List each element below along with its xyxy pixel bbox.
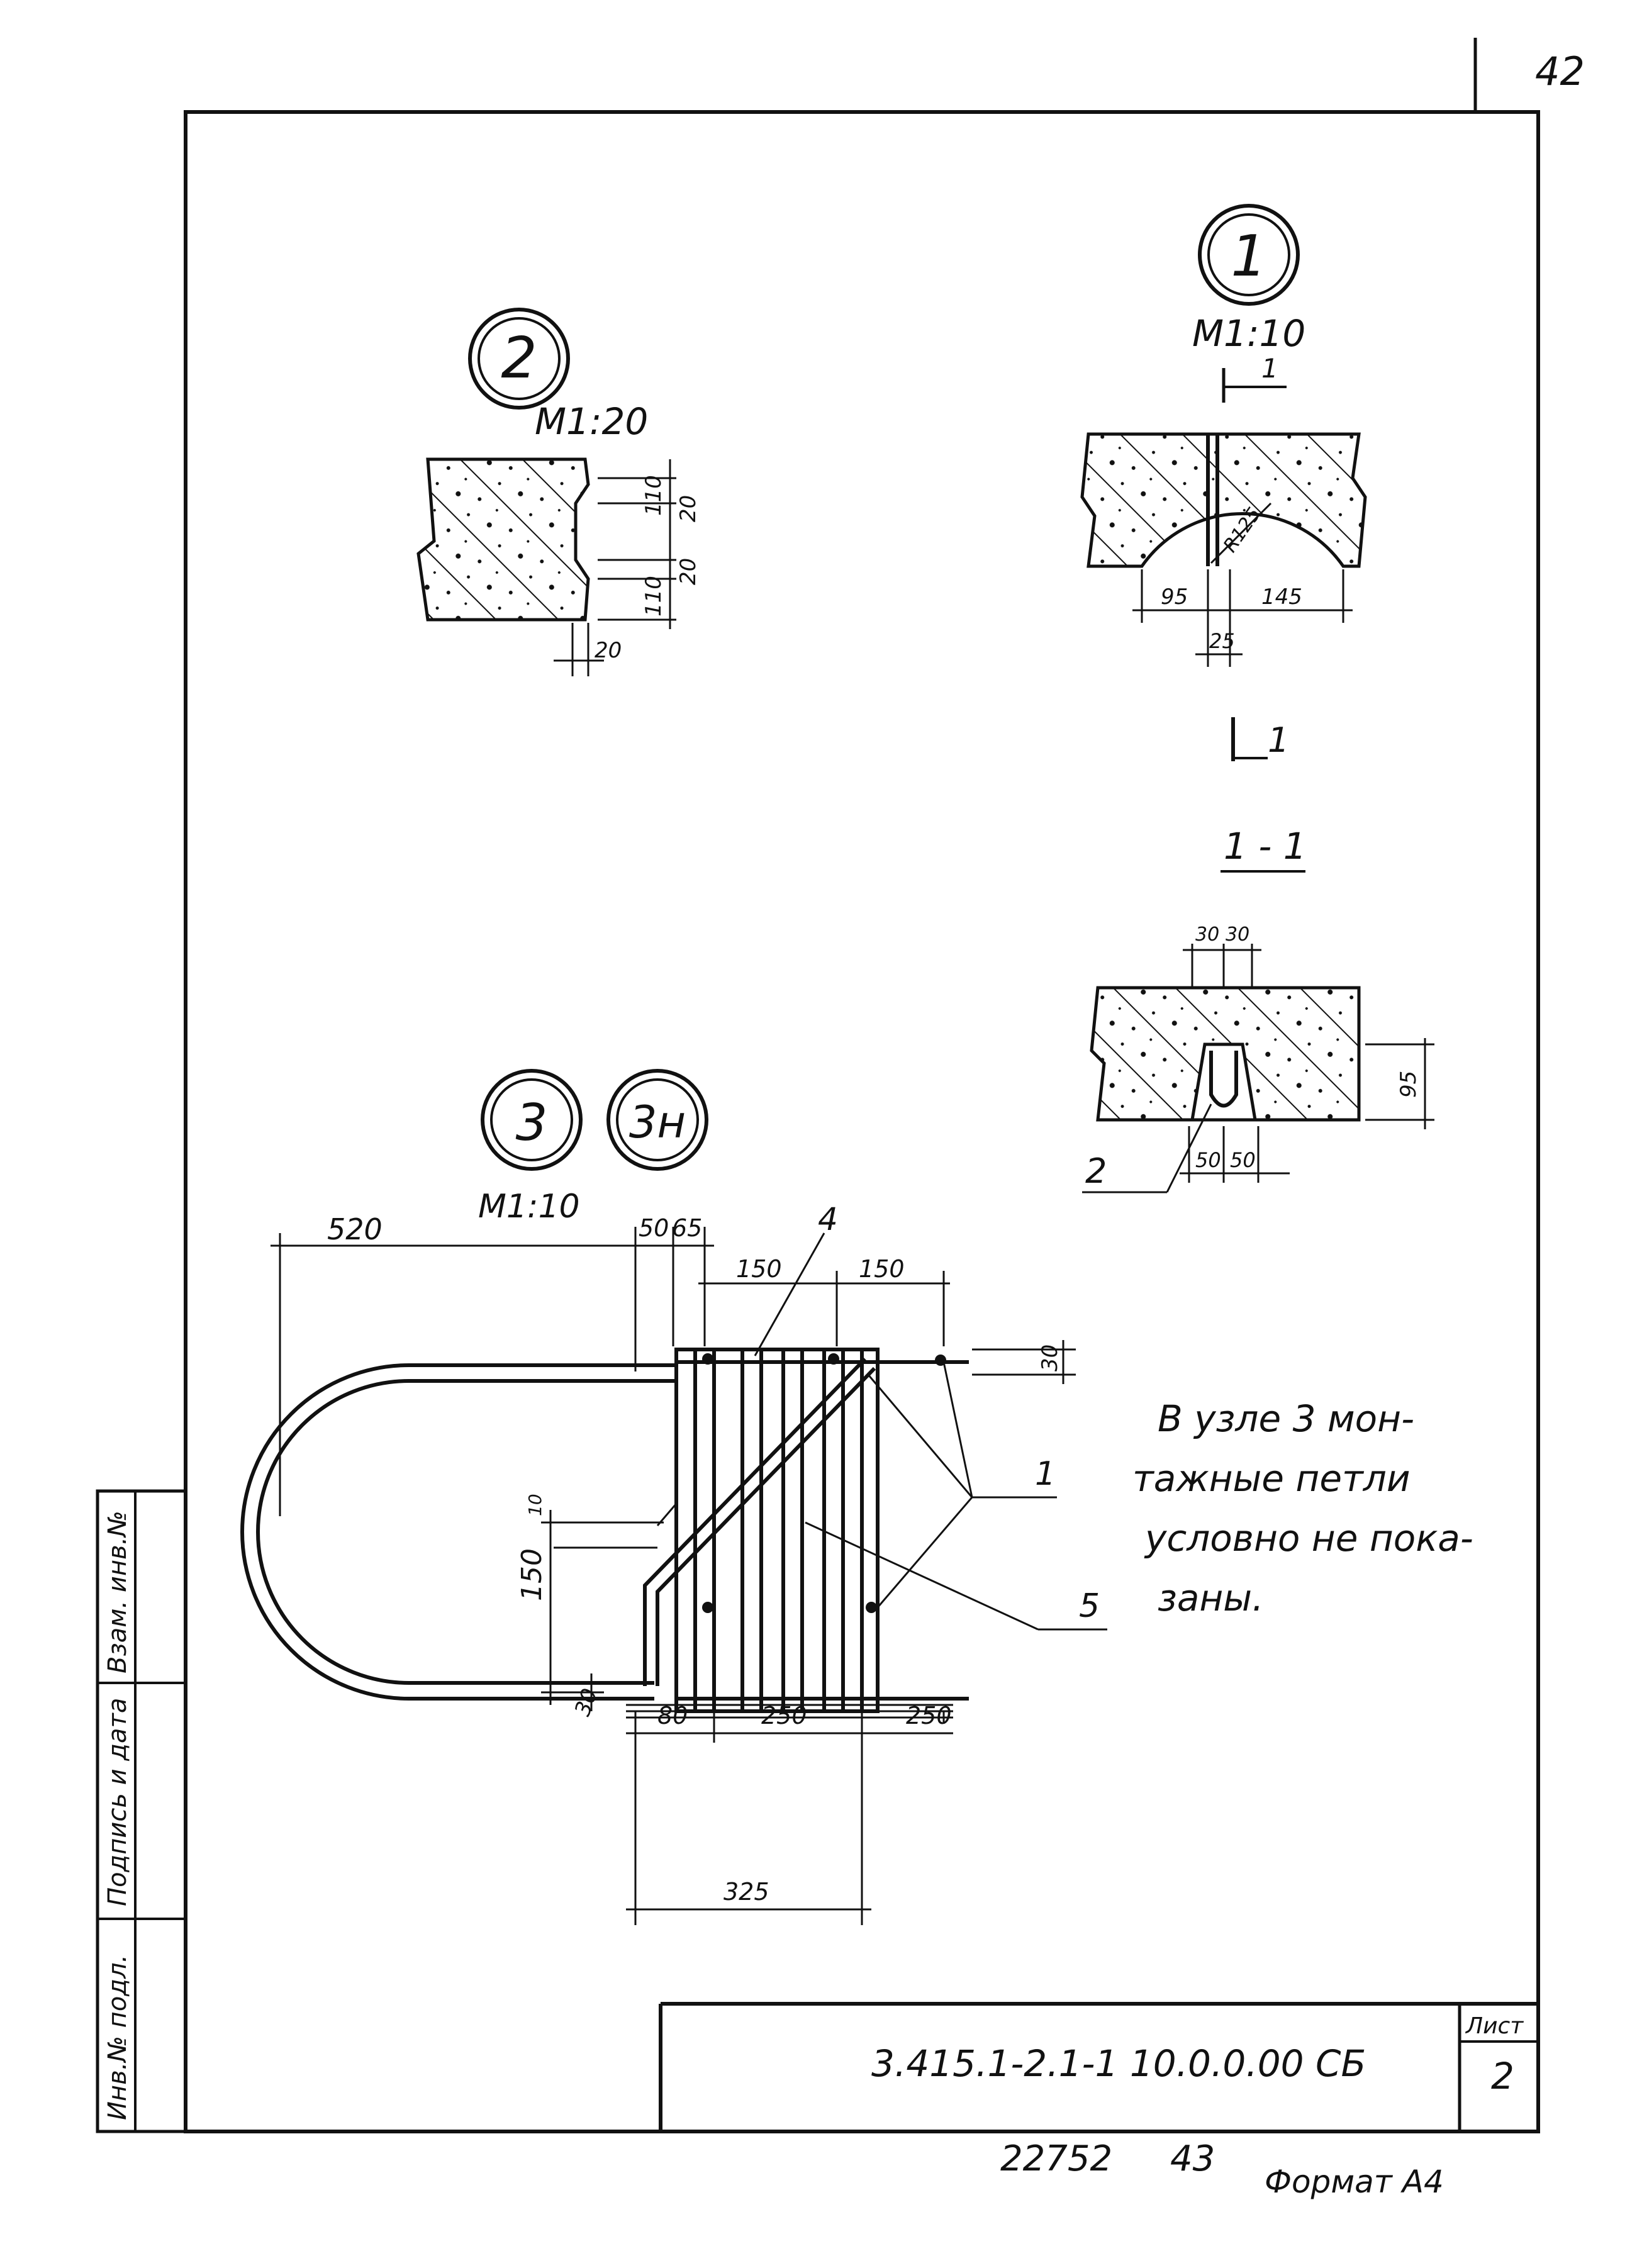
node-3: 3 3н М1:10 [240,1069,1107,1925]
section-1-1: 1 - 1 30 30 95 50 50 2 [1082,825,1434,1193]
note-line: условно не пока- [1144,1517,1473,1560]
node-3-marker: 3 [516,1093,548,1152]
title-code: 3.415.1-2.1-1 10.0.0.00 СБ [871,2042,1366,2085]
node-3-callout-5: 5 [1079,1587,1100,1625]
section-title: 1 - 1 [1224,825,1307,868]
node-3-callout-1: 1 [1035,1455,1056,1493]
cut-marker-label: 1 [1268,720,1289,760]
page-number: 42 [1535,48,1585,94]
node-3-dim: 150 [859,1255,905,1283]
footer-number: 43 [1170,2138,1215,2179]
node-3-cage [674,1348,880,1713]
node-2-marker: 2 [501,325,537,391]
node-3-dim: 250 [906,1702,952,1729]
sheet-label: Лист [1465,2013,1524,2039]
node-2: 2 М1:20 110 20 20 110 20 [416,308,701,676]
node-2-dim: 20 [595,638,622,663]
node-3-bar-dots [702,1353,946,1613]
node-1-marker-circle [1198,204,1300,306]
stamp-signature-date: Подпись и дата [103,1698,132,1906]
node-3-dim: 65 [672,1214,702,1242]
node-1-dim: 25 [1209,629,1235,653]
node-2-marker-circle [468,308,570,410]
node-3-dim: 150 [516,1548,548,1601]
node-2-dim: 20 [676,558,701,585]
node-2-dim: 20 [676,495,701,522]
node-3-diagonal-bar [643,1357,867,1686]
title-block: 3.415.1-2.1-1 10.0.0.00 СБ Лист 2 [659,2002,1538,2131]
note-line: В узле 3 мон- [1158,1397,1414,1440]
note: В узле 3 мон- тажные петли условно не по… [1132,1397,1473,1619]
node-3-dim: 50 [639,1214,669,1242]
stamp-replace-inventory: Взам. инв.№ [103,1511,132,1673]
node-1-cut-label: 1 [1261,353,1278,384]
node-3-bottom-dim-lines [626,1724,953,1743]
section-dim: 50 [1230,1148,1256,1172]
node-3-stirrups [676,1349,878,1711]
node-3-dim: 250 [761,1702,807,1729]
stamp-original-inventory: Инв.№ подл. [103,1955,132,2120]
node-3-scale: М1:10 [478,1188,580,1226]
node-3-marker-circle [481,1069,583,1171]
node-3-dim: 520 [327,1212,383,1246]
format-label: Формат А4 [1265,2164,1444,2200]
node-3-dim: 10 [525,1494,545,1516]
side-stamp: Взам. инв.№ Подпись и дата Инв.№ подл. [96,1489,187,2133]
node-1-scale: М1:10 [1192,312,1305,355]
note-line: заны. [1158,1577,1264,1619]
section-dim: 30 [1226,924,1249,946]
node-3n-marker-circle [606,1069,708,1171]
sheet-number: 2 [1491,2055,1514,2098]
section-dim: 50 [1195,1148,1221,1172]
section-callout: 2 [1085,1151,1107,1191]
node-1-dim: 95 [1161,584,1188,610]
section-groove [1190,1042,1257,1122]
node-3-callout-4: 4 [818,1201,838,1237]
section-loop-rebar [1209,1051,1238,1108]
footer-inventory: 22752 [1000,2138,1112,2179]
node-2-dim: 110 [641,475,666,516]
node-1-concrete-section [1080,432,1367,568]
node-3-dim: 80 [657,1702,688,1729]
node-2-dim: 110 [641,576,666,617]
node-3-loop-inner [256,1379,676,1685]
node-3-dim: 30 [1037,1344,1063,1371]
node-3-dim: 30 [570,1685,603,1719]
node-1-marker: 1 [1231,223,1266,289]
cut-marker-1: 1 [1231,717,1289,761]
node-3-loop-outer [240,1363,676,1701]
node-2-scale: М1:20 [535,400,648,443]
drawing-frame [184,110,1540,2133]
node-3n-marker: 3н [629,1097,686,1148]
node-1-dim: 145 [1261,584,1302,610]
node-3-dim: 150 [736,1255,782,1283]
section-dim: 30 [1195,924,1219,946]
node-2-concrete-section [416,457,590,622]
note-line: тажные петли [1132,1457,1411,1500]
node-1: 1 М1:10 1 R125 95 145 25 [1080,204,1367,667]
node-3-dim: 325 [724,1878,769,1906]
node-3-leaders [805,1361,1107,1631]
section-dim: 95 [1396,1071,1421,1098]
